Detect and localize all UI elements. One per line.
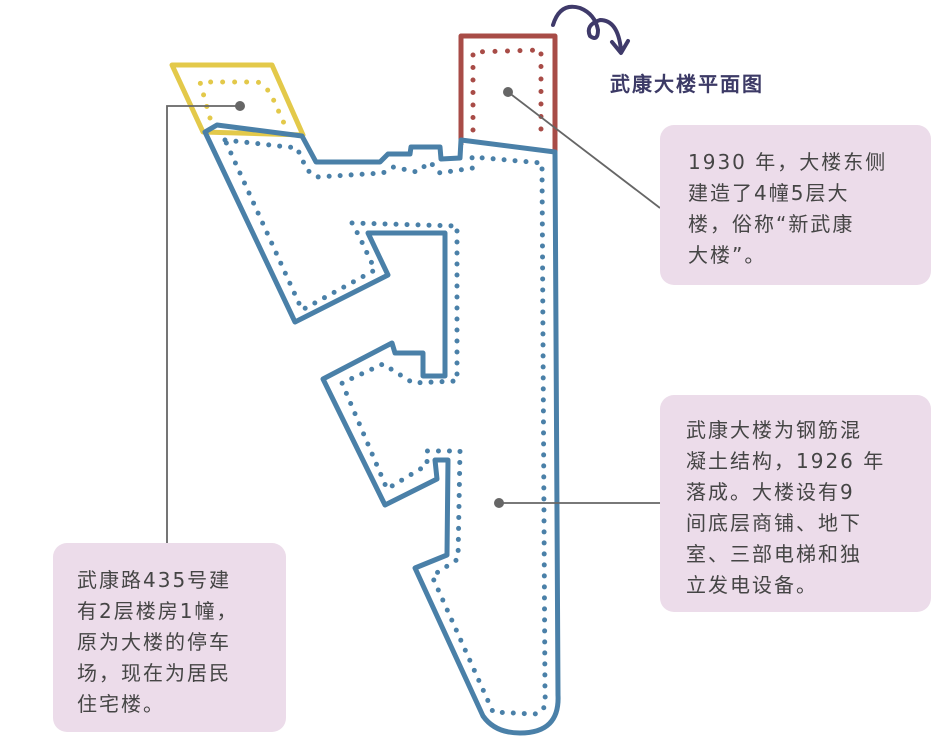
connector-main-building xyxy=(494,498,660,508)
note-line: 凝土结构，1926 年 xyxy=(686,449,886,473)
connector-new-building xyxy=(503,87,661,209)
curly-arrow-icon xyxy=(551,4,630,55)
note-line: 立发电设备。 xyxy=(686,573,818,597)
main-building-note: 武康大楼为钢筋混 凝土结构，1926 年 落成。大楼设有9 间底层商铺、地下 室… xyxy=(660,395,931,612)
main-building-outline xyxy=(202,122,561,736)
note-line: 落成。大楼设有9 xyxy=(686,480,855,504)
main-building-inner xyxy=(222,137,548,717)
note-line: 楼，俗称“新武康 xyxy=(688,212,855,236)
parking-building-note: 武康路435号建 有2层楼房1幢， 原为大楼的停车 场，现在为居民 住宅楼。 xyxy=(53,543,286,732)
note-line: 场，现在为居民 xyxy=(77,661,231,685)
note-line: 住宅楼。 xyxy=(77,692,165,716)
note-line: 有2层楼房1幢， xyxy=(77,599,239,623)
note-line: 原为大楼的停车 xyxy=(77,630,231,654)
note-line: 室、三部电梯和独 xyxy=(686,542,862,566)
note-line: 大楼”。 xyxy=(688,243,767,267)
note-line: 间底层商铺、地下 xyxy=(686,511,862,535)
new-building-note: 1930 年，大楼东侧 建造了4幢5层大 楼，俗称“新武康 大楼”。 xyxy=(660,125,931,285)
parking-building-inner xyxy=(196,79,290,133)
new-building-inner xyxy=(470,47,544,143)
note-line: 建造了4幢5层大 xyxy=(688,181,850,205)
note-line: 1930 年，大楼东侧 xyxy=(688,150,888,174)
new-building-outline xyxy=(458,33,558,152)
note-line: 武康大楼为钢筋混 xyxy=(686,418,862,442)
note-line: 武康路435号建 xyxy=(77,568,232,592)
connector-parking xyxy=(166,101,245,545)
diagram-title: 武康大楼平面图 xyxy=(610,72,764,96)
